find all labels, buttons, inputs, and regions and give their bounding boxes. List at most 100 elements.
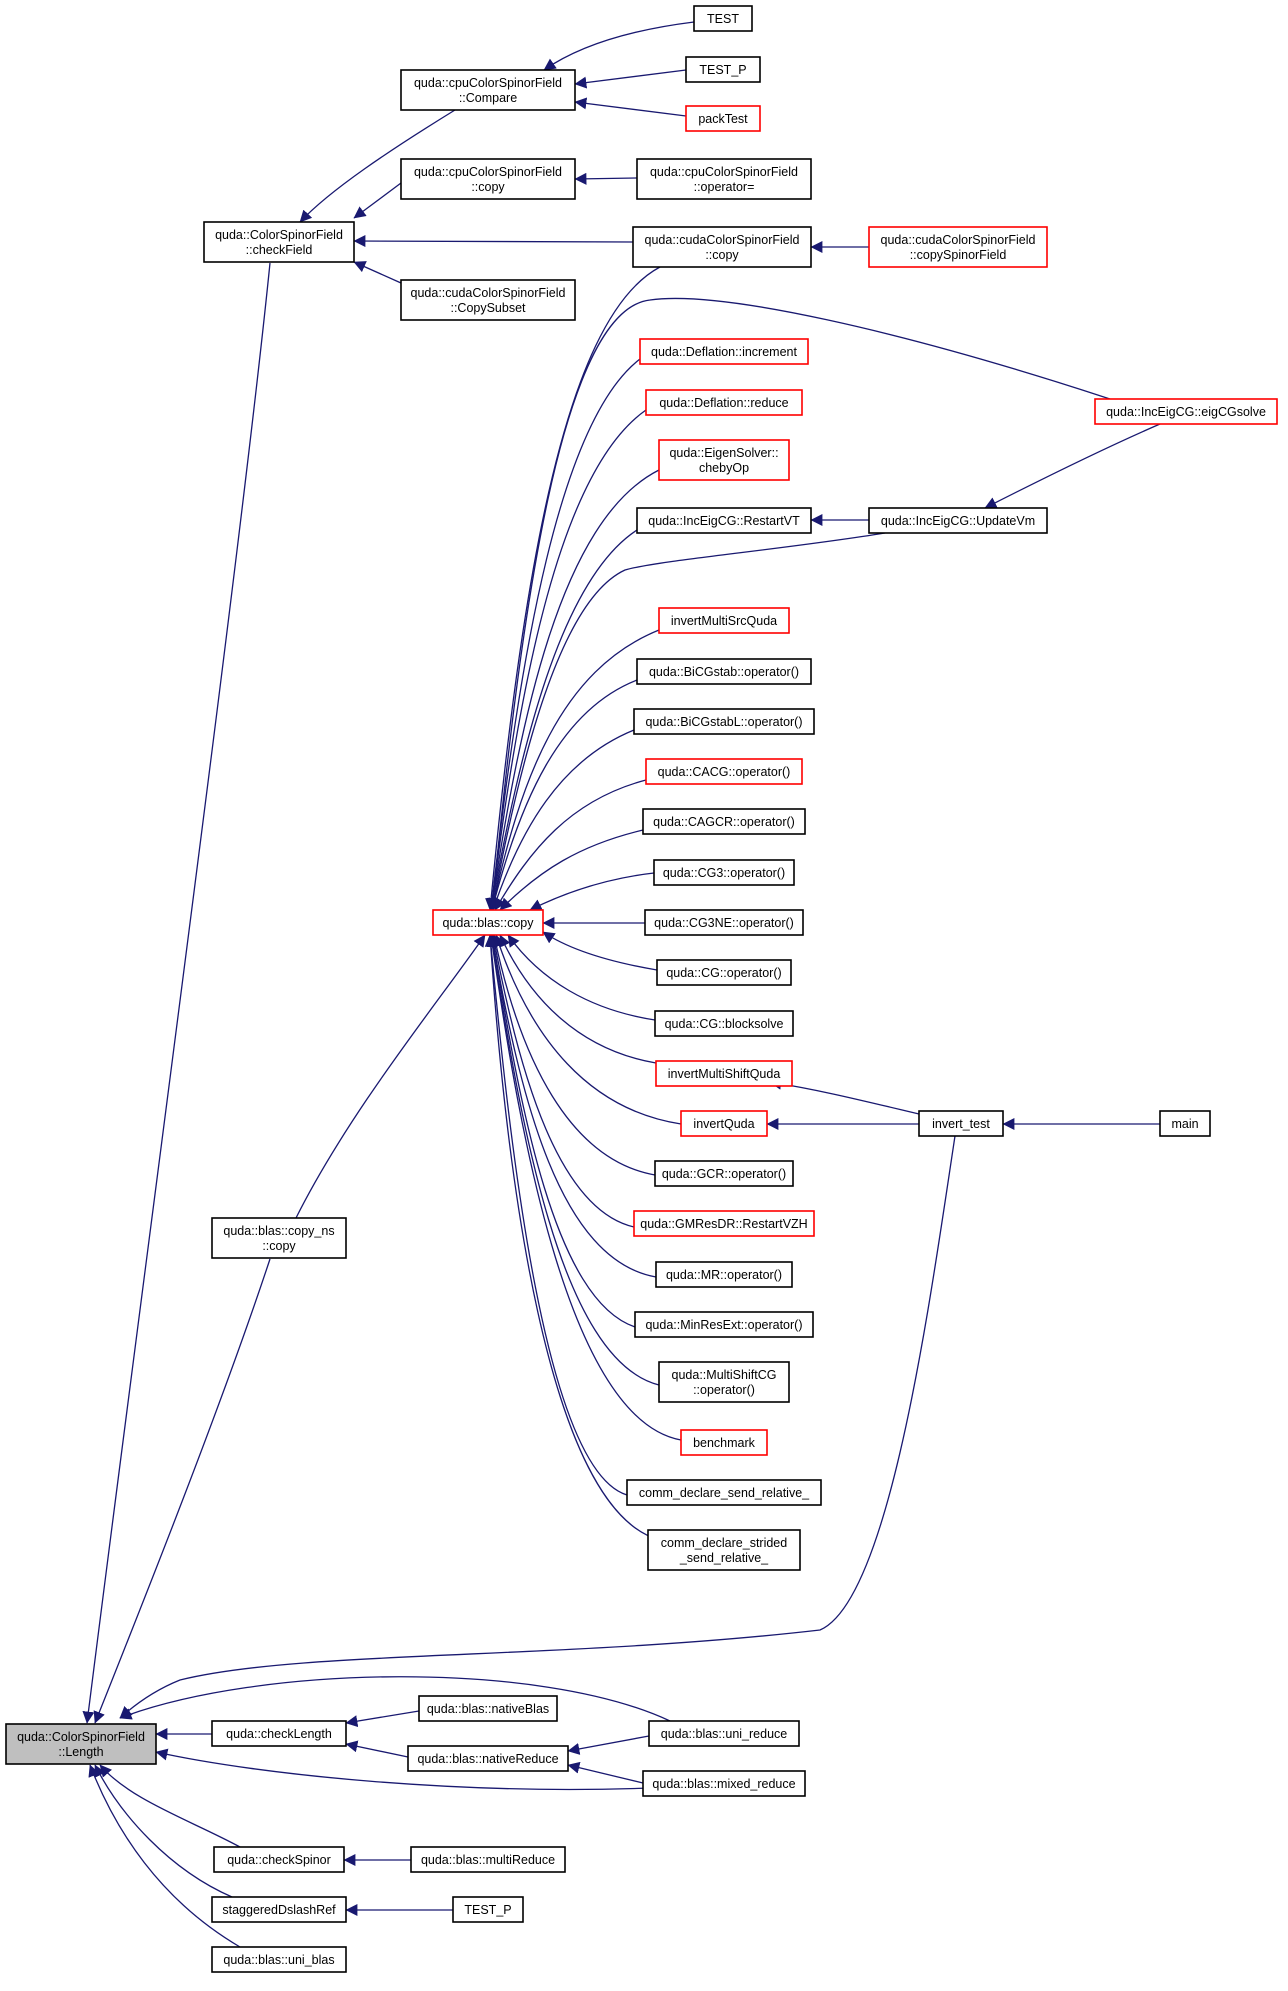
node-label: quda::blas::nativeBlas (427, 1702, 549, 1716)
node-label: quda::cpuColorSpinorField (414, 165, 562, 179)
node-label: ::copy (705, 248, 739, 262)
node-box (636, 158, 812, 200)
node-label: packTest (698, 112, 748, 126)
node-invQuda[interactable]: invertQuda (680, 1110, 768, 1137)
node-box (400, 279, 576, 321)
node-testP2[interactable]: TEST_P (452, 1896, 524, 1923)
node-box (407, 1745, 569, 1772)
edge-bicgstabL-to-blasCopy (490, 729, 635, 911)
node-label: quda::BiCGstab::operator() (649, 665, 799, 679)
node-box (1094, 398, 1278, 425)
node-cudaCopy[interactable]: quda::cudaColorSpinorField::copy (632, 226, 812, 268)
node-minresext[interactable]: quda::MinResExt::operator() (634, 1311, 814, 1338)
node-packTest[interactable]: packTest (685, 105, 761, 132)
node-blasCopy[interactable]: quda::blas::copy (432, 909, 544, 936)
node-bicgstab[interactable]: quda::BiCGstab::operator() (636, 658, 812, 685)
node-box (634, 1311, 814, 1338)
node-stagDslash[interactable]: staggeredDslashRef (211, 1896, 347, 1923)
node-benchmark[interactable]: benchmark (680, 1429, 768, 1456)
node-cpuCompare[interactable]: quda::cpuColorSpinorField::Compare (400, 69, 576, 111)
node-cudaCopySpinor[interactable]: quda::cudaColorSpinorField::copySpinorFi… (868, 226, 1048, 268)
node-copyNs[interactable]: quda::blas::copy_ns::copy (211, 1217, 347, 1259)
node-updateVm[interactable]: quda::IncEigCG::UpdateVm (868, 507, 1048, 534)
node-label: quda::IncEigCG::UpdateVm (881, 514, 1035, 528)
node-label: quda::cpuColorSpinorField (650, 165, 798, 179)
edge-deflInc-to-blasCopy (486, 358, 641, 911)
node-nativeBlas[interactable]: quda::blas::nativeBlas (418, 1695, 558, 1722)
node-box (213, 1846, 345, 1873)
node-multiReduce[interactable]: quda::blas::multiReduce (410, 1846, 566, 1873)
node-cpuOpAssign[interactable]: quda::cpuColorSpinorField::operator= (636, 158, 812, 200)
node-box (693, 5, 753, 32)
edges-layer (82, 21, 1161, 1948)
node-cg3ne[interactable]: quda::CG3NE::operator() (644, 909, 804, 936)
node-test1[interactable]: TEST (693, 5, 753, 32)
node-checkField[interactable]: quda::ColorSpinorField::checkField (203, 221, 355, 263)
node-main[interactable]: main (1159, 1110, 1211, 1137)
node-eigCGsolve[interactable]: quda::IncEigCG::eigCGsolve (1094, 398, 1278, 425)
node-eigCheby[interactable]: quda::EigenSolver::chebyOp (658, 439, 790, 481)
node-gmresdr[interactable]: quda::GMResDR::RestartVZH (633, 1210, 815, 1237)
node-box (685, 105, 761, 132)
node-commStrided[interactable]: comm_declare_strided_send_relative_ (647, 1529, 801, 1571)
node-box (418, 1695, 558, 1722)
node-restartVT[interactable]: quda::IncEigCG::RestartVT (636, 507, 812, 534)
edge-invMultiShift-to-blasCopy (499, 934, 657, 1064)
node-invMultiShift[interactable]: invertMultiShiftQuda (655, 1060, 793, 1087)
node-gcr[interactable]: quda::GCR::operator() (654, 1160, 794, 1187)
node-box (639, 338, 809, 365)
node-box (211, 1720, 347, 1747)
node-deflInc[interactable]: quda::Deflation::increment (639, 338, 809, 365)
node-cpuCopy[interactable]: quda::cpuColorSpinorField::copy (400, 158, 576, 200)
node-label: main (1171, 1117, 1198, 1131)
edge-nativeReduce-to-checkLength (345, 1740, 409, 1758)
node-invMultiSrc[interactable]: invertMultiSrcQuda (658, 607, 790, 634)
node-box (645, 389, 803, 416)
node-cagcr[interactable]: quda::CAGCR::operator() (642, 808, 806, 835)
node-uniReduce[interactable]: quda::blas::uni_reduce (648, 1720, 800, 1747)
edge-nativeBlas-to-checkLength (345, 1710, 420, 1728)
node-label: quda::cudaColorSpinorField (645, 233, 800, 247)
node-mixedReduce[interactable]: quda::blas::mixed_reduce (642, 1770, 806, 1797)
node-box (655, 1261, 793, 1288)
node-cacg[interactable]: quda::CACG::operator() (645, 758, 803, 785)
node-label: quda::Deflation::reduce (659, 396, 788, 410)
node-label: TEST (707, 12, 739, 26)
node-label: comm_declare_strided (661, 1536, 787, 1550)
node-checkSpinor[interactable]: quda::checkSpinor (213, 1846, 345, 1873)
edge-benchmark-to-blasCopy (486, 934, 682, 1441)
node-label: TEST_P (464, 1903, 511, 1917)
node-label: ::operator= (694, 180, 755, 194)
node-label: TEST_P (699, 63, 746, 77)
node-box (452, 1896, 524, 1923)
node-bicgstabL[interactable]: quda::BiCGstabL::operator() (633, 708, 815, 735)
node-nativeReduce[interactable]: quda::blas::nativeReduce (407, 1745, 569, 1772)
node-deflRed[interactable]: quda::Deflation::reduce (645, 389, 803, 416)
node-label: ::copy (262, 1239, 296, 1253)
node-checkLength[interactable]: quda::checkLength (211, 1720, 347, 1747)
node-commRel[interactable]: comm_declare_send_relative_ (626, 1479, 822, 1506)
edge-eigCGsolve-to-blasCopy (487, 297, 1111, 911)
node-box (654, 1010, 794, 1037)
edge-gmresdr-to-blasCopy (489, 934, 635, 1228)
node-mr[interactable]: quda::MR::operator() (655, 1261, 793, 1288)
node-label: quda::blas::mixed_reduce (652, 1777, 795, 1791)
node-box (658, 607, 790, 634)
node-box (632, 226, 812, 268)
node-length[interactable]: quda::ColorSpinorField::Length (5, 1723, 157, 1765)
node-cgOp[interactable]: quda::CG::operator() (656, 959, 792, 986)
edge-bicgstab-to-blasCopy (488, 679, 638, 911)
node-label: invert_test (932, 1117, 990, 1131)
node-cudaCopySubset[interactable]: quda::cudaColorSpinorField::CopySubset (400, 279, 576, 321)
edge-eigCheby-to-blasCopy (486, 469, 660, 911)
node-invertTest[interactable]: invert_test (918, 1110, 1004, 1137)
edge-cgBlock-to-blasCopy (507, 934, 656, 1021)
node-multiShiftCG[interactable]: quda::MultiShiftCG::operator() (658, 1361, 790, 1403)
node-testP1[interactable]: TEST_P (685, 56, 761, 83)
node-cgBlock[interactable]: quda::CG::blocksolve (654, 1010, 794, 1037)
node-label: quda::GMResDR::RestartVZH (640, 1217, 807, 1231)
node-cg3[interactable]: quda::CG3::operator() (653, 859, 795, 886)
edge-gcr-to-blasCopy (490, 934, 656, 1176)
node-uniBlas[interactable]: quda::blas::uni_blas (211, 1946, 347, 1973)
